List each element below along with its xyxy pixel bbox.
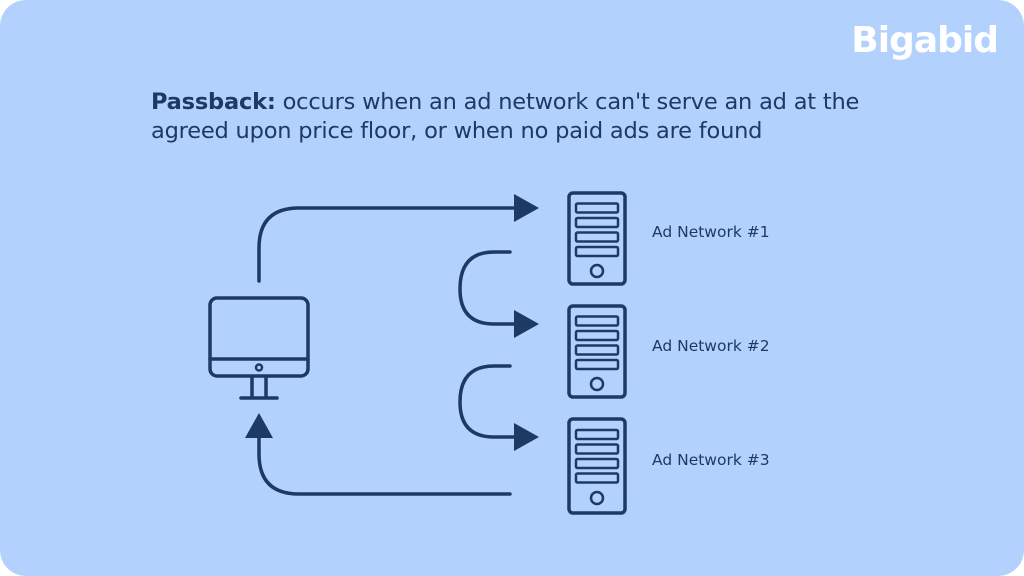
- definition-text: occurs when an ad network can't serve an…: [151, 89, 860, 144]
- ad-network-label: Ad Network #2: [652, 337, 770, 355]
- server-tower-icon: [567, 304, 627, 399]
- passback-arrow-1-to-2: [458, 250, 522, 326]
- definition-term: Passback:: [151, 89, 276, 115]
- server-tower-icon: [567, 191, 627, 286]
- server-tower-icon: [567, 417, 627, 515]
- desktop-monitor-icon: [208, 296, 310, 400]
- ad-network-label: Ad Network #1: [652, 223, 770, 241]
- request-arrow: [257, 206, 522, 283]
- arrowhead-icon: [514, 194, 539, 222]
- response-arrow: [257, 434, 512, 496]
- bigabid-logo: Bigabid: [851, 20, 999, 61]
- arrowhead-icon: [245, 413, 273, 438]
- arrowhead-icon: [514, 310, 539, 338]
- ad-network-label: Ad Network #3: [652, 451, 770, 469]
- passback-arrow-2-to-3: [458, 364, 522, 439]
- arrowhead-icon: [514, 423, 539, 451]
- passback-definition: Passback: occurs when an ad network can'…: [151, 88, 931, 146]
